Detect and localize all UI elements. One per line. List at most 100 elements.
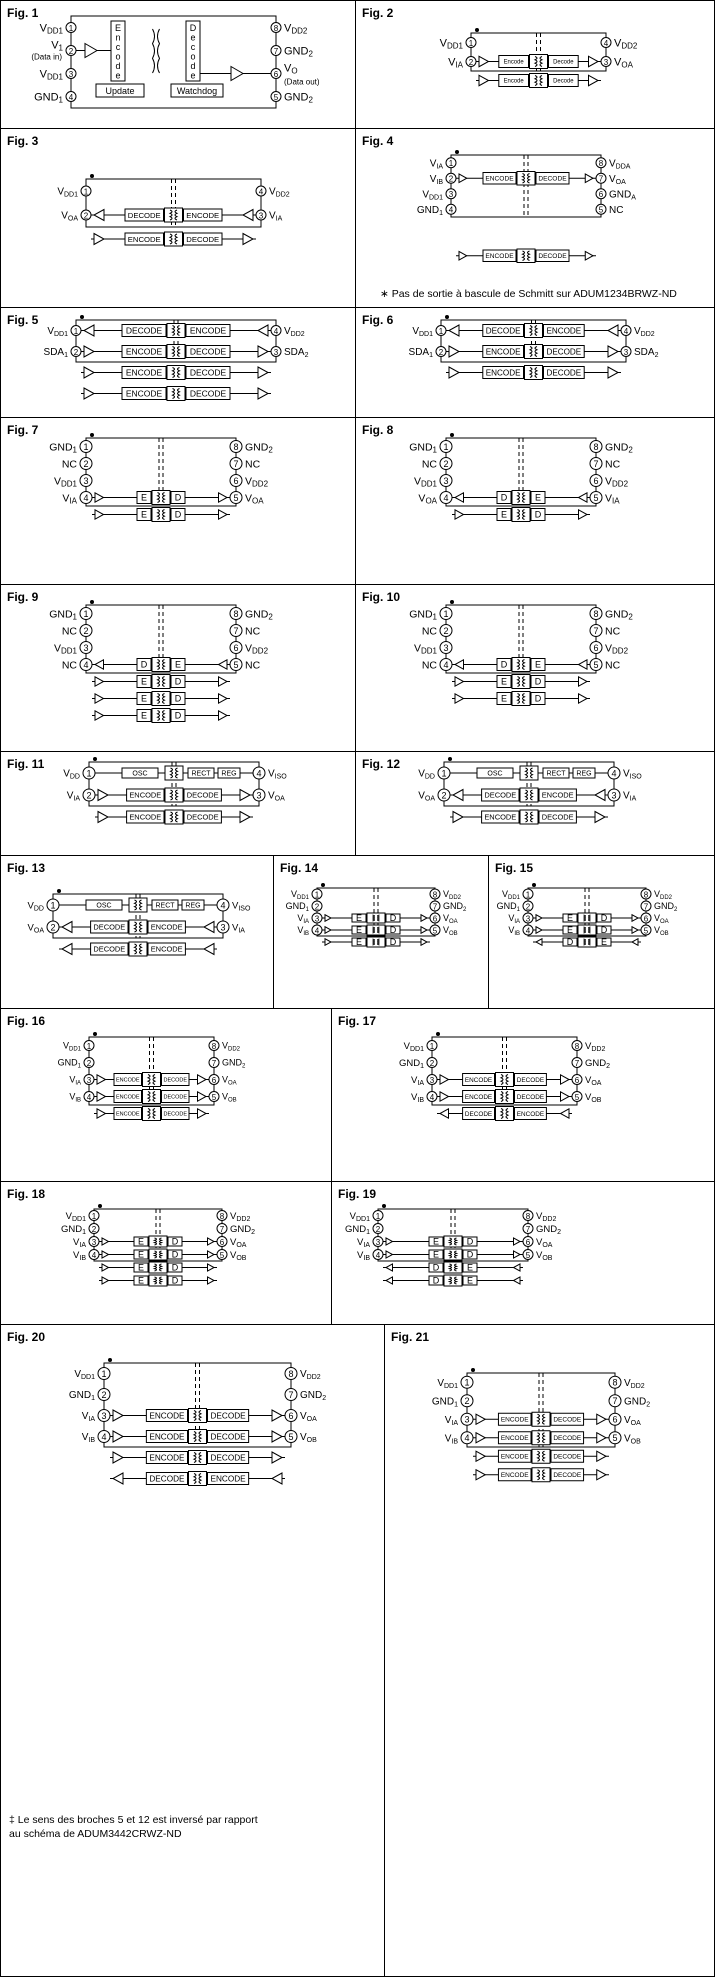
pin1-marker-icon <box>93 1032 97 1036</box>
transformer-coil-icon <box>454 1263 459 1272</box>
transformer-frame <box>188 1429 207 1444</box>
transformer-coil-icon <box>588 914 591 922</box>
channel-block-label: D <box>601 913 608 923</box>
channel-block <box>482 172 517 185</box>
transformer-frame <box>151 708 171 723</box>
pin-circle <box>595 157 607 169</box>
pin-number: 4 <box>449 206 454 215</box>
pin-number: 5 <box>599 206 604 215</box>
pin-label-right: VOB <box>443 925 458 937</box>
buffer-triangle-icon <box>458 250 468 261</box>
pin-label-left: VIA <box>73 1237 86 1249</box>
pin-label-left: VIB <box>508 925 520 937</box>
buffer-triangle-icon <box>478 74 490 87</box>
buffer-triangle-icon <box>92 208 105 222</box>
buffer-triangle-icon <box>631 913 640 923</box>
transformer-frame <box>164 765 184 781</box>
package-outline <box>75 319 277 363</box>
pin-number: 8 <box>212 1042 217 1051</box>
buffer-triangle-icon <box>534 937 543 947</box>
pin-number: 3 <box>376 1238 381 1247</box>
pin-circle <box>79 457 93 470</box>
pin-circle <box>460 1375 474 1389</box>
channel-block <box>462 1249 478 1260</box>
pin1-marker-icon <box>382 1204 386 1208</box>
channel-block <box>462 1073 496 1086</box>
data-out-label: (Data out) <box>284 78 320 87</box>
transformer-coil-icon <box>377 926 380 934</box>
transformer-coil-icon <box>588 938 591 946</box>
pin-label-left: VDD1 <box>40 69 64 82</box>
channel-block-label: RECT <box>155 903 175 910</box>
transformer-frame <box>495 1089 514 1104</box>
channel-block <box>596 937 612 947</box>
transformer-frame <box>164 787 184 803</box>
transformer-coil-icon <box>521 250 525 261</box>
pin-number: 2 <box>74 348 79 357</box>
pin-label-right: GND2 <box>624 1396 650 1408</box>
pin-label-left: VIA <box>69 1075 81 1087</box>
channel-block-label: ENCODE <box>501 1435 529 1442</box>
pin-circle <box>79 607 93 620</box>
channel-block <box>496 692 512 705</box>
transformer-frame <box>495 1072 514 1087</box>
buffer-triangle-icon <box>271 1451 284 1464</box>
channel-block <box>351 937 367 947</box>
transformer-coil-icon <box>516 676 520 687</box>
pin-number: 4 <box>526 926 531 935</box>
channel-block <box>462 1275 478 1286</box>
buffer-triangle-icon <box>241 208 254 222</box>
decode-letter: e <box>190 71 195 81</box>
buffer-triangle-icon <box>270 1472 283 1485</box>
transformer-coil-icon <box>151 28 155 74</box>
buffer-triangle-icon <box>83 345 96 358</box>
transformer-coil-icon <box>499 1074 504 1085</box>
pin-label-right: VOA <box>230 1237 247 1249</box>
pin-number: 1 <box>469 39 474 48</box>
channel-block <box>462 1107 496 1120</box>
channel-block <box>145 1472 188 1485</box>
channel-block <box>183 232 223 246</box>
channel-block-label: D <box>390 913 397 923</box>
transformer-frame <box>524 365 543 380</box>
pin-number: 4 <box>624 327 629 336</box>
transformer-coil-icon <box>533 56 538 67</box>
pin-label-left: GND1 <box>58 1058 82 1070</box>
pin-label-right: GNDA <box>609 189 636 201</box>
buffer-triangle-icon <box>93 658 104 671</box>
pin-number: 3 <box>256 790 261 800</box>
transformer-coil-icon <box>534 367 539 378</box>
buffer-triangle-icon <box>438 1107 449 1120</box>
pin-number: 4 <box>83 493 88 503</box>
buffer-triangle-icon <box>93 232 106 246</box>
transformer-coil-icon <box>447 1263 452 1272</box>
pin-circle <box>589 474 603 487</box>
pin-number: 8 <box>220 1212 225 1221</box>
buffer-triangle-icon <box>512 1263 521 1272</box>
transformer-frame <box>166 344 186 359</box>
channel-block-label: DECODE <box>163 1111 187 1117</box>
transformer-coil-icon <box>516 659 520 670</box>
channel-block <box>124 208 164 222</box>
channel-block-label: E <box>141 711 147 721</box>
channel-block <box>207 1451 250 1464</box>
pin-number: 8 <box>593 442 598 452</box>
channel-block-label: ENCODE <box>151 945 183 954</box>
pin1-marker-icon <box>90 600 94 604</box>
pin-label-right: GND2 <box>284 92 313 105</box>
figure-5-title: Fig. 5 <box>7 313 39 327</box>
pin-circle <box>372 1223 384 1234</box>
pin-number: 2 <box>50 922 55 932</box>
channel-block-label: DECODE <box>486 326 521 335</box>
channel-block <box>514 1107 547 1120</box>
buffer-triangle-icon <box>324 913 333 923</box>
pin-circle <box>571 1057 583 1068</box>
pin-label-right: VOA <box>536 1237 553 1249</box>
pin-number: 5 <box>233 660 238 670</box>
